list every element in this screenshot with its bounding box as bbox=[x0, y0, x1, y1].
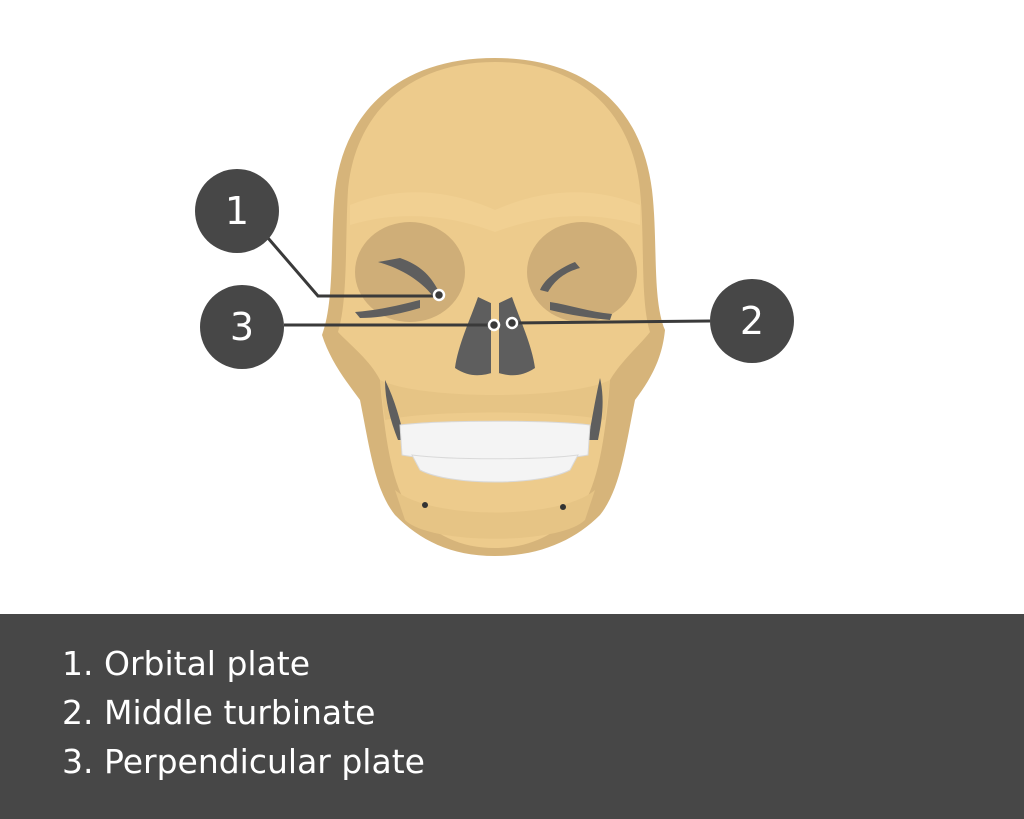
right-jaw-gap bbox=[588, 378, 603, 440]
legend-item-1: 1. Orbital plate bbox=[62, 644, 311, 683]
callout-2[interactable]: 2 bbox=[710, 279, 794, 363]
leader-line-2 bbox=[511, 319, 711, 325]
callout-1[interactable]: 1 bbox=[195, 169, 279, 253]
callout-circle bbox=[195, 169, 279, 253]
maxilla bbox=[380, 380, 610, 420]
target-point-3 bbox=[487, 318, 501, 332]
upper-teeth bbox=[399, 420, 591, 461]
skull-diagram: 1 3 2 bbox=[195, 58, 794, 556]
right-orbit bbox=[527, 222, 637, 322]
right-orbital-fissure bbox=[540, 262, 612, 320]
callout-number: 1 bbox=[225, 189, 249, 233]
brow-ridge bbox=[350, 192, 640, 232]
callout-points bbox=[432, 288, 519, 332]
callout-lines bbox=[266, 237, 711, 327]
legend-item-2: 2. Middle turbinate bbox=[62, 693, 376, 732]
mental-foramen-left bbox=[422, 502, 428, 508]
mental-foramen-right bbox=[560, 504, 566, 510]
skull bbox=[322, 58, 665, 556]
callout-circle bbox=[200, 285, 284, 369]
legend-item-3: 3. Perpendicular plate bbox=[62, 742, 425, 781]
target-point-1 bbox=[432, 288, 446, 302]
nasal-septum bbox=[491, 298, 499, 373]
left-orbital-fissure bbox=[355, 258, 438, 318]
leader-line-1 bbox=[266, 237, 439, 298]
callout-number: 2 bbox=[740, 299, 764, 343]
callout-number: 3 bbox=[230, 305, 254, 349]
teeth bbox=[399, 420, 591, 483]
lower-teeth bbox=[411, 454, 579, 483]
legend-panel: 1. Orbital plate 2. Middle turbinate 3. … bbox=[0, 614, 1024, 819]
callout-circle bbox=[710, 279, 794, 363]
callout-3[interactable]: 3 bbox=[200, 285, 284, 369]
target-point-2 bbox=[505, 316, 519, 330]
mandible bbox=[395, 490, 595, 539]
